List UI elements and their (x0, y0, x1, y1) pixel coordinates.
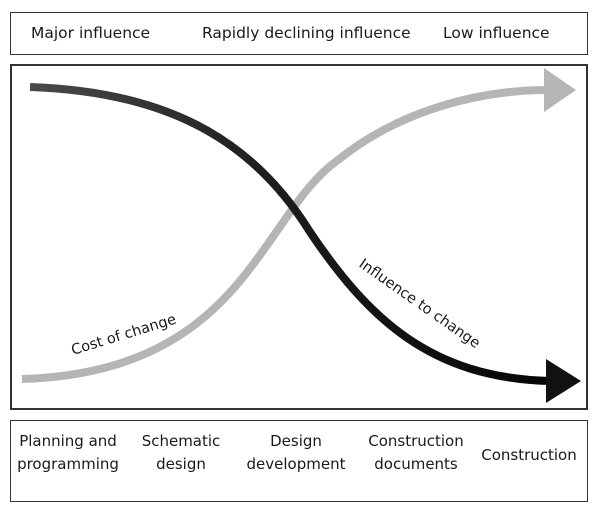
diagram-frame (10, 64, 588, 410)
phase-schematic-design: Schematic design (141, 432, 221, 473)
influence-to-change-label: Influence to change (356, 256, 483, 352)
influence-levels-bar: Major influence Rapidly declining influe… (10, 12, 588, 55)
phase-construction-documents: Construction documents (368, 432, 464, 473)
low-influence-label: Low influence (443, 24, 550, 42)
cost-of-change-curve (21, 86, 549, 383)
cost-of-change-label: Cost of change (69, 312, 178, 359)
phase-planning-programming: Planning and programming (17, 432, 119, 473)
declining-influence-label: Rapidly declining influence (202, 24, 411, 42)
phase-design-development: Design development (246, 432, 346, 473)
major-influence-label: Major influence (31, 24, 151, 42)
cost-of-change-arrowhead (544, 68, 576, 112)
influence-to-change-arrowhead (546, 359, 581, 403)
project-phases-bar: Planning and programming Schematic desig… (10, 420, 588, 502)
influence-to-change-curve (29, 83, 551, 385)
phase-construction: Construction (481, 446, 577, 464)
